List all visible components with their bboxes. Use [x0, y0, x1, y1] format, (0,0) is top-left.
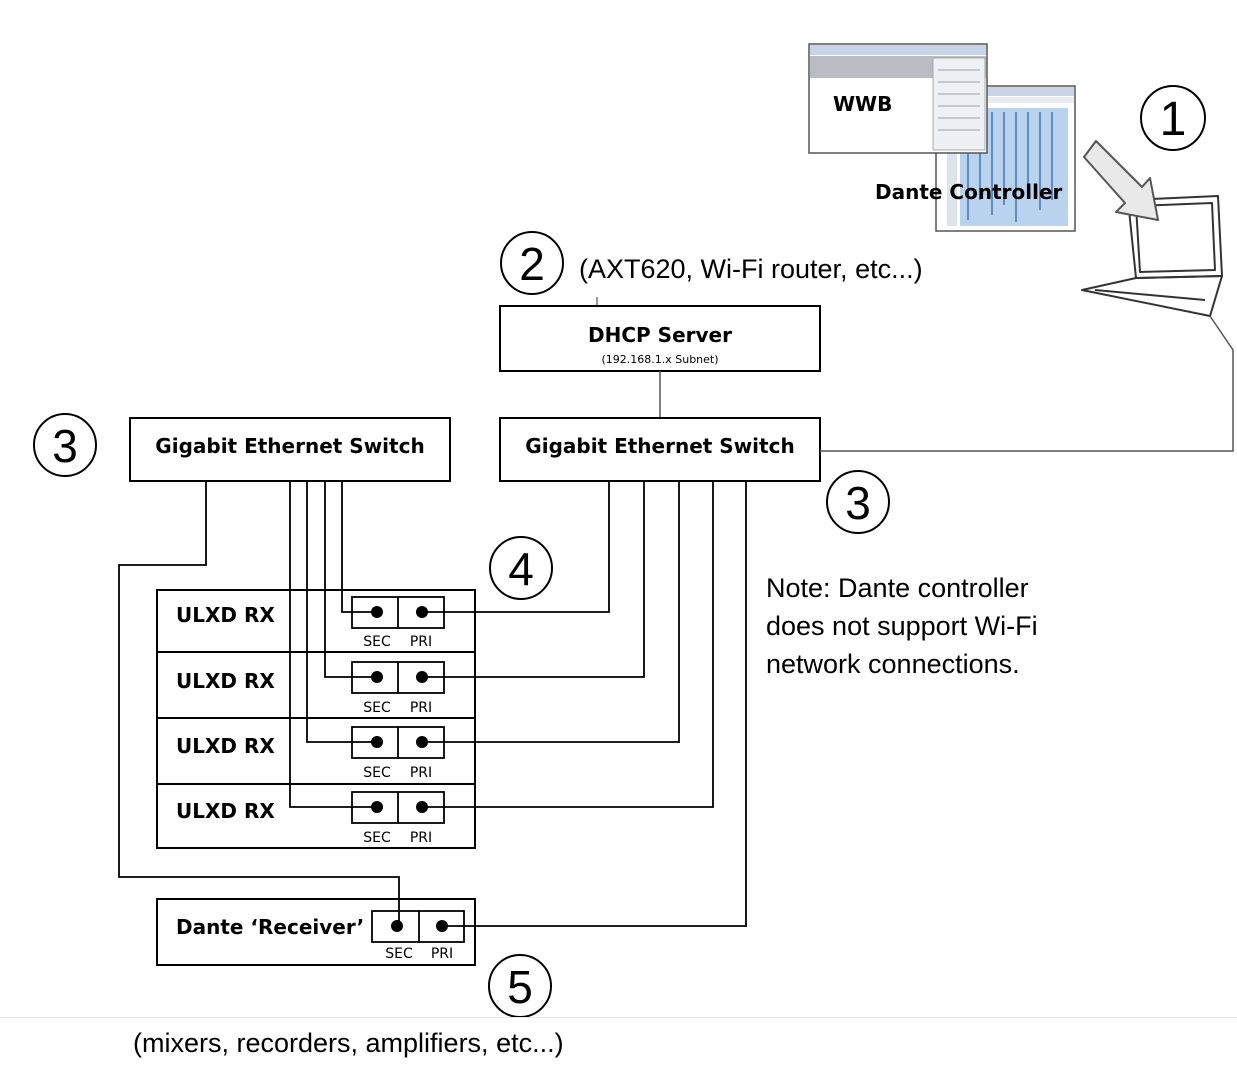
callout-5: 5: [488, 954, 552, 1018]
dhcp-server-subtitle: (192.168.1.x Subnet): [601, 353, 718, 366]
pri-port-label: PRI: [410, 634, 432, 650]
sec-port: [391, 920, 403, 932]
note-line-2: does not support Wi-Fi: [766, 611, 1038, 641]
callout-4-number: 4: [508, 543, 534, 595]
ulxd-rx-row: ULXD RX SEC PRI: [176, 791, 445, 846]
sec-port-label: SEC: [363, 700, 391, 716]
dhcp-server-box: DHCP Server (192.168.1.x Subnet): [499, 305, 821, 372]
sec-port-label: SEC: [363, 634, 391, 650]
dante-receiver-box: Dante ‘Receiver’ SEC PRI: [156, 898, 476, 966]
callout-4: 4: [489, 536, 553, 600]
callout-3-left-number: 3: [52, 420, 78, 472]
dhcp-examples: (AXT620, Wi-Fi router, etc...): [579, 254, 923, 284]
callout-3-right: 3: [826, 470, 890, 534]
sec-port-label: SEC: [385, 946, 413, 962]
footer-devices-text: (mixers, recorders, amplifiers, etc...): [133, 1028, 564, 1058]
wwb-label: WWB: [833, 92, 892, 116]
right-switch-label: Gigabit Ethernet Switch: [525, 434, 794, 458]
secondary-network-cables: [118, 481, 400, 926]
pointer-arrow-icon: [1083, 140, 1159, 221]
sec-port-label: SEC: [363, 765, 391, 781]
callout-5-number: 5: [507, 961, 533, 1013]
callout-2: 2: [500, 231, 564, 295]
left-switch-label: Gigabit Ethernet Switch: [155, 434, 424, 458]
dante-receiver-label: Dante ‘Receiver’: [176, 915, 364, 939]
sec-port-label: SEC: [363, 830, 391, 846]
pri-port-label: PRI: [410, 830, 432, 846]
ulxd-rx-label: ULXD RX: [176, 799, 275, 823]
pri-port-label: PRI: [431, 946, 453, 962]
right-gigabit-switch: Gigabit Ethernet Switch: [499, 417, 821, 482]
dante-controller-label: Dante Controller: [875, 180, 1063, 204]
callout-1: 1: [1140, 85, 1206, 151]
left-gigabit-switch: Gigabit Ethernet Switch: [129, 417, 451, 482]
laptop-cable: [820, 315, 1234, 452]
ulxd-rx-label: ULXD RX: [176, 734, 275, 758]
note-line-1: Note: Dante controller: [766, 573, 1029, 603]
note-line-3: network connections.: [766, 649, 1020, 679]
note-text: Note: Dante controller does not support …: [766, 573, 1038, 679]
primary-network-cables: [422, 481, 747, 927]
callout-1-number: 1: [1160, 93, 1187, 146]
wwb-screenshot: WWB: [808, 43, 988, 154]
callout-2-number: 2: [519, 238, 545, 290]
pri-port-label: PRI: [410, 700, 432, 716]
pri-port-label: PRI: [410, 765, 432, 781]
ulxd-rx-label: ULXD RX: [176, 603, 275, 627]
dhcp-server-title: DHCP Server: [588, 323, 732, 347]
page-divider: [0, 1017, 1237, 1018]
ulxd-rx-label: ULXD RX: [176, 669, 275, 693]
callout-3-right-number: 3: [845, 477, 871, 529]
callout-3-left: 3: [33, 413, 97, 477]
